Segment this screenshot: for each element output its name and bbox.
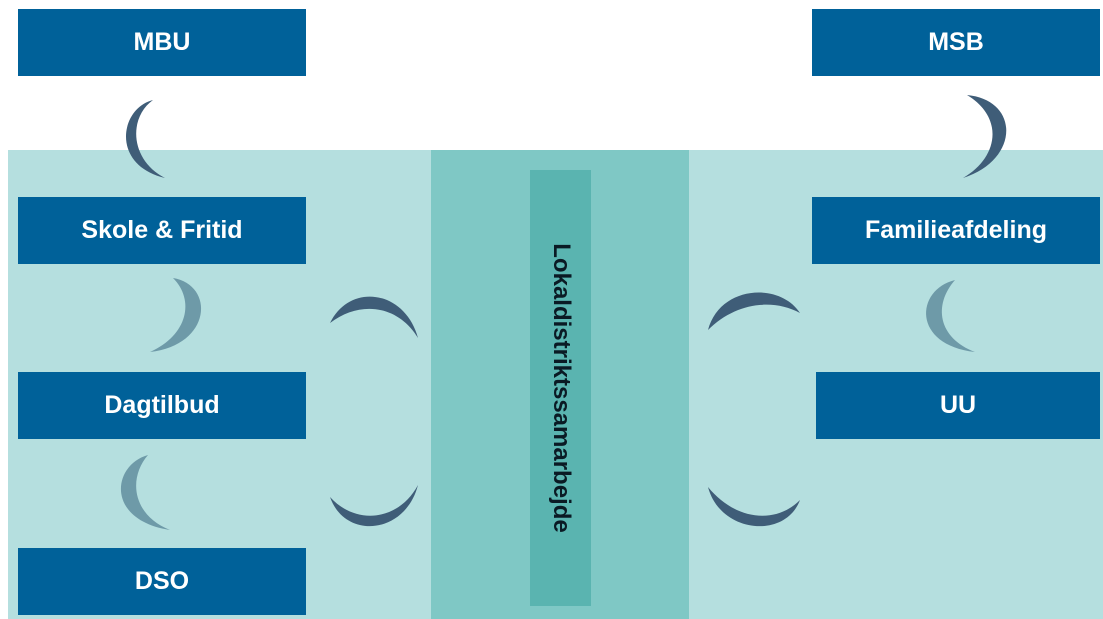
crescent-arc-icon xyxy=(708,487,800,527)
uu-box: UU xyxy=(816,372,1100,439)
mbu-box: MBU xyxy=(18,9,306,76)
crescent-arc-icon xyxy=(926,280,975,352)
crescent-arc-icon xyxy=(330,296,418,338)
crescent-arc-icon xyxy=(125,100,165,178)
crescent-arc-icon xyxy=(330,485,418,527)
msb-box: MSB xyxy=(812,9,1100,76)
familie-box: Familieafdeling xyxy=(812,197,1100,264)
crescent-arc-icon xyxy=(708,292,800,330)
skole-box: Skole & Fritid xyxy=(18,197,306,264)
crescent-arc-icon xyxy=(120,455,170,530)
crescent-arc-icon xyxy=(963,95,1007,178)
dso-box: DSO xyxy=(18,548,306,615)
dagtilbud-box: Dagtilbud xyxy=(18,372,306,439)
crescent-arc-icon xyxy=(150,278,202,352)
center-label-bar: Lokaldistriktssamarbejde xyxy=(530,170,591,606)
